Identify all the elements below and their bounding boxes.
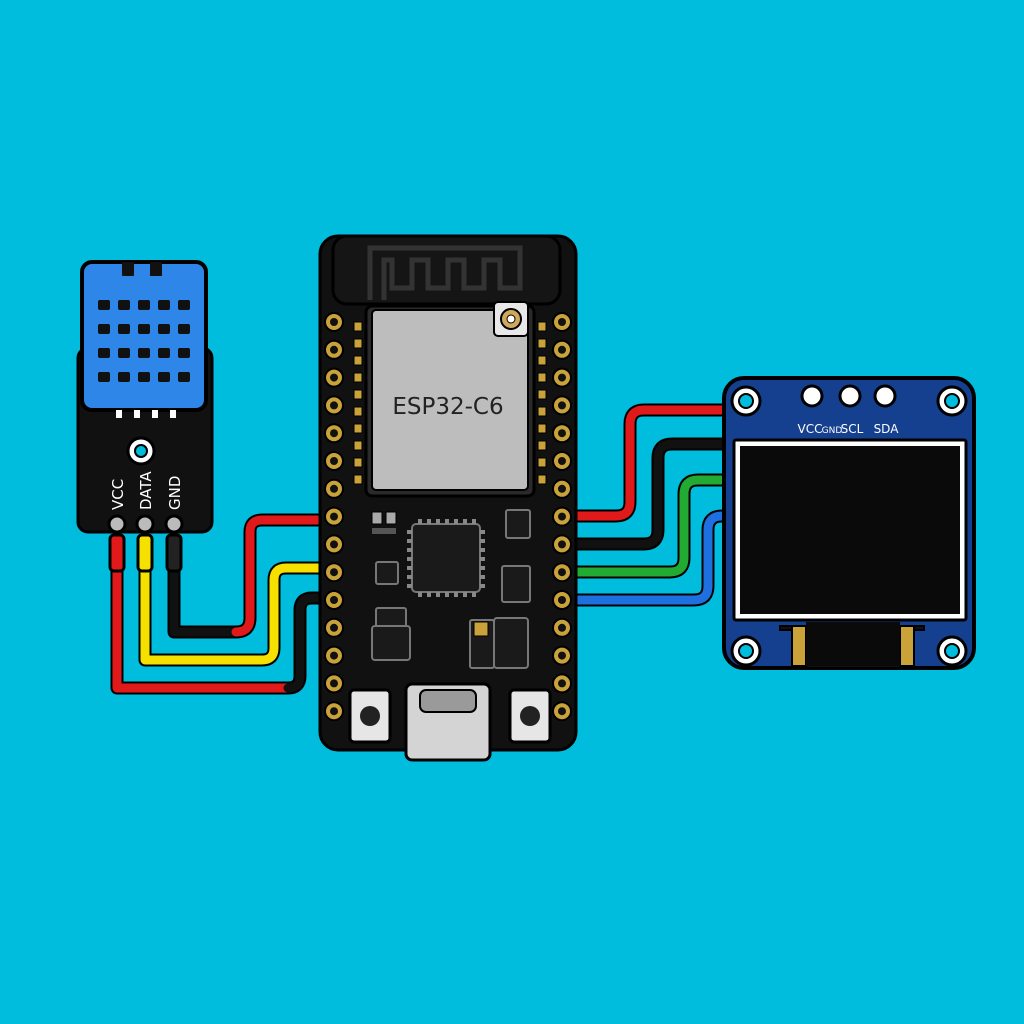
mounting-hole-icon bbox=[936, 385, 968, 417]
wire-vcc-sensor bbox=[110, 538, 337, 695]
oled-pin-scl-label: SCL bbox=[841, 422, 864, 436]
sensor-notch bbox=[150, 262, 162, 276]
mounting-hole-icon bbox=[730, 385, 762, 417]
sensor-grill bbox=[98, 300, 190, 382]
sensor-notch bbox=[122, 262, 134, 276]
wire-scl-oled bbox=[563, 473, 739, 579]
grill-slot bbox=[158, 324, 170, 334]
module-shield bbox=[371, 309, 529, 491]
module-pad bbox=[537, 440, 547, 451]
module-pad bbox=[537, 474, 547, 485]
button-icon bbox=[360, 706, 380, 726]
flex-gold bbox=[899, 625, 915, 667]
wire-data-sensor bbox=[138, 538, 337, 667]
module-pad bbox=[537, 389, 547, 400]
grill-slot bbox=[98, 300, 110, 310]
wire-sleeve bbox=[136, 533, 154, 573]
grill-slot bbox=[178, 348, 190, 358]
header-pins-left bbox=[324, 312, 344, 722]
module-pad bbox=[537, 423, 547, 434]
module-pad bbox=[537, 457, 547, 468]
module-pad bbox=[353, 389, 363, 400]
module-pad bbox=[353, 440, 363, 451]
mounting-hole-icon bbox=[730, 635, 762, 667]
grill-slot bbox=[98, 348, 110, 358]
grill-slot bbox=[158, 372, 170, 382]
header-pins-right bbox=[552, 312, 572, 722]
module-pad bbox=[537, 406, 547, 417]
module-label: ESP32-C6 bbox=[392, 394, 503, 420]
esp32-board: ESP32-C6 bbox=[318, 234, 578, 762]
oled-pin-vcc-label: VCC bbox=[798, 422, 823, 436]
grill-slot bbox=[158, 300, 170, 310]
sensor-pin-pad bbox=[107, 514, 127, 534]
sensor-pin-gnd-label: GND bbox=[166, 476, 184, 510]
grill-slot bbox=[118, 348, 130, 358]
grill-slot bbox=[178, 300, 190, 310]
ufl-connector-icon bbox=[493, 301, 529, 337]
module-pad bbox=[353, 355, 363, 366]
module-pad bbox=[353, 321, 363, 332]
sensor-housing bbox=[80, 260, 208, 412]
sensor-pin-pad bbox=[164, 514, 184, 534]
module-pad bbox=[353, 457, 363, 468]
oled-pin-sda-label: SDA bbox=[874, 422, 900, 436]
module-pad bbox=[537, 321, 547, 332]
module-pad bbox=[537, 372, 547, 383]
usb-chip bbox=[407, 519, 485, 597]
mounting-hole-icon bbox=[936, 635, 968, 667]
grill-slot bbox=[118, 324, 130, 334]
components bbox=[371, 509, 531, 669]
module-pad bbox=[353, 372, 363, 383]
wire-vcc-oled bbox=[563, 403, 739, 523]
module-pad bbox=[353, 406, 363, 417]
sensor-pin-pad bbox=[135, 514, 155, 534]
grill-slot bbox=[158, 348, 170, 358]
smd-pads bbox=[353, 321, 547, 485]
usb-c-port-icon[interactable] bbox=[404, 682, 492, 762]
grill-slot bbox=[178, 324, 190, 334]
module-pad bbox=[537, 355, 547, 366]
module-pad bbox=[353, 474, 363, 485]
sensor-pin-data-label: DATA bbox=[137, 471, 155, 510]
wires bbox=[108, 403, 739, 695]
boot-button[interactable] bbox=[348, 688, 392, 744]
module-pad bbox=[353, 338, 363, 349]
grill-slot bbox=[98, 372, 110, 382]
grill-slot bbox=[138, 324, 150, 334]
oled-module: VCC GND SCL SDA bbox=[722, 376, 976, 670]
oled-pin-gnd-label: GND bbox=[822, 426, 843, 436]
oled-screen bbox=[740, 446, 960, 614]
antenna-icon bbox=[367, 245, 523, 300]
grill-slot bbox=[98, 324, 110, 334]
module-pad bbox=[353, 423, 363, 434]
wire-sda-oled bbox=[563, 509, 739, 607]
grill-slot bbox=[138, 300, 150, 310]
oled-header-pins bbox=[800, 384, 897, 408]
wire-gnd-oled bbox=[563, 437, 739, 551]
sensor-pin-vcc-label: VCC bbox=[109, 479, 127, 510]
wire-sleeve bbox=[108, 533, 126, 573]
reset-button[interactable] bbox=[508, 688, 552, 744]
module-pad bbox=[537, 338, 547, 349]
grill-slot bbox=[138, 348, 150, 358]
dht-sensor-module: VCC DATA GND bbox=[76, 260, 214, 534]
grill-slot bbox=[138, 372, 150, 382]
wire-gnd-sensor bbox=[167, 513, 337, 639]
grill-slot bbox=[118, 300, 130, 310]
button-icon bbox=[520, 706, 540, 726]
sensor-legs bbox=[116, 410, 176, 418]
wire-sleeve bbox=[165, 533, 183, 573]
flex-gold bbox=[791, 625, 807, 667]
grill-slot bbox=[118, 372, 130, 382]
flex-body bbox=[806, 622, 900, 666]
grill-slot bbox=[178, 372, 190, 382]
